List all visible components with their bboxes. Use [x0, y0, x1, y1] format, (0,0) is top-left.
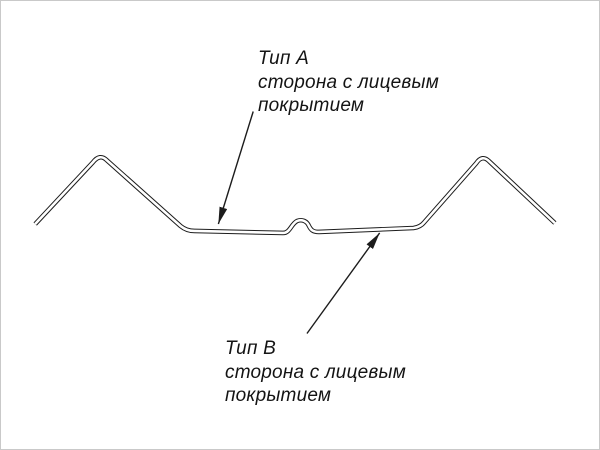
leader-line-type-b: [306, 232, 381, 334]
profile-outline-inner: [34, 156, 556, 235]
callout-type-b: Тип В сторона с лицевым покрытием: [225, 337, 406, 407]
callout-type-a-title: Тип А: [258, 48, 309, 69]
callout-type-a-line2: покрытием: [258, 95, 365, 116]
callout-type-b-line1: сторона с лицевым: [225, 362, 406, 383]
callout-type-a: Тип А сторона с лицевым покрытием: [258, 47, 439, 117]
sheet-profile: [33, 155, 557, 236]
callout-type-b-line2: покрытием: [225, 385, 332, 406]
callout-type-a-line1: сторона с лицевым: [258, 72, 439, 93]
callout-type-b-title: Тип В: [225, 338, 276, 359]
leader-line-type-a: [217, 111, 254, 225]
